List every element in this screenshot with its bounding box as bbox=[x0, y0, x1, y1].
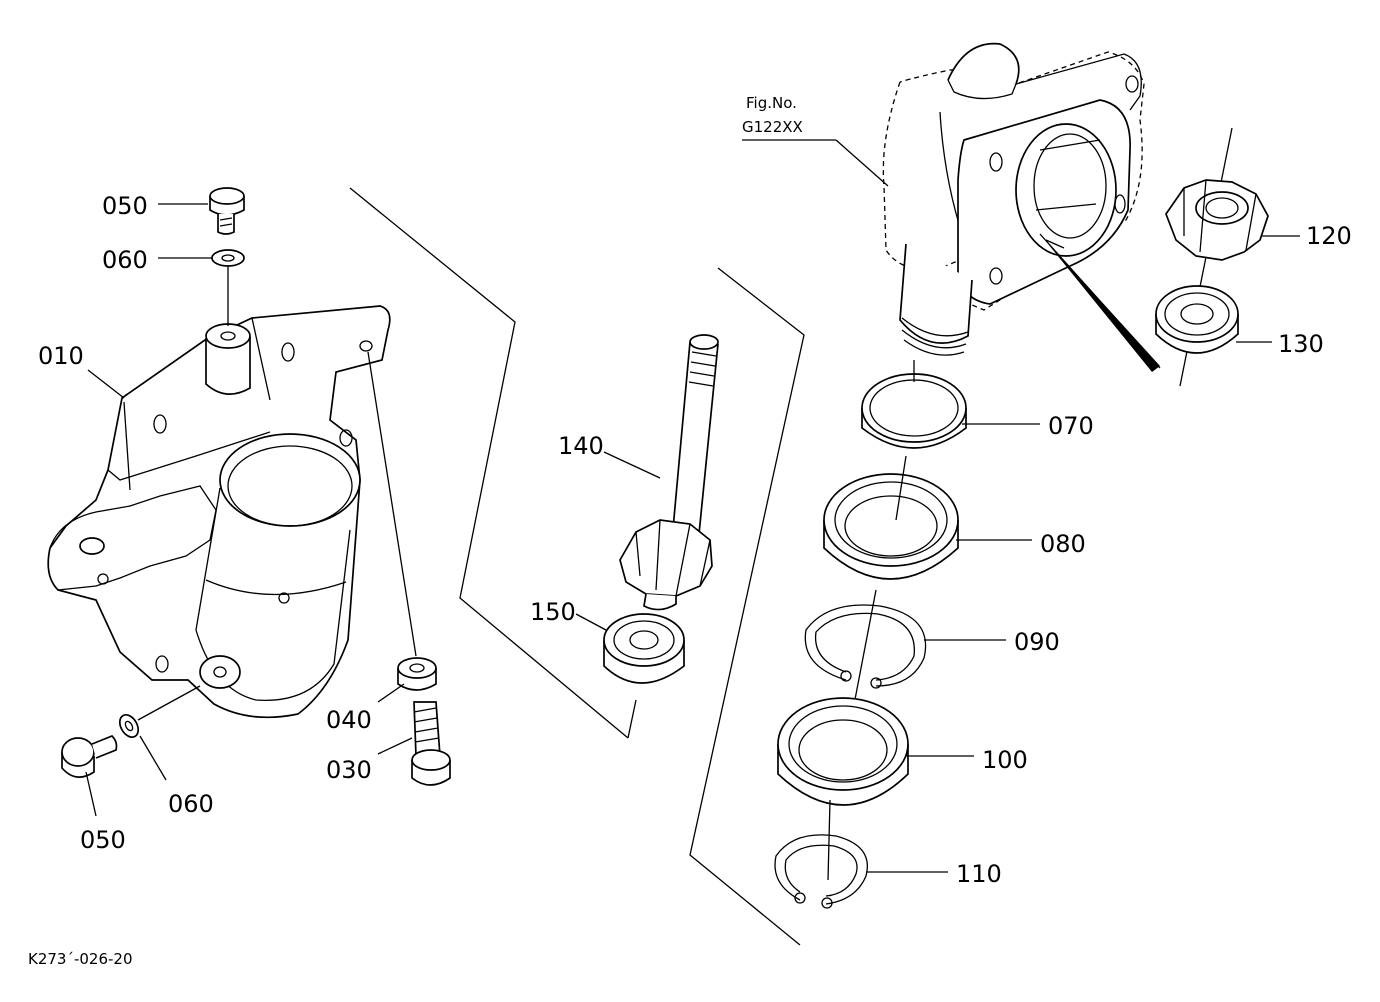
housing-010[interactable] bbox=[47, 305, 391, 719]
label-040: 040 bbox=[326, 706, 372, 734]
bolt-030[interactable] bbox=[411, 701, 451, 786]
circlip-090[interactable] bbox=[804, 604, 927, 689]
label-080: 080 bbox=[1040, 530, 1086, 558]
label-140: 140 bbox=[558, 432, 604, 460]
fig-number-code: G122XX bbox=[742, 118, 803, 136]
label-110: 110 bbox=[956, 860, 1002, 888]
bolt-050-top[interactable] bbox=[209, 187, 245, 235]
label-010: 010 bbox=[38, 342, 84, 370]
label-030: 030 bbox=[326, 756, 372, 784]
drawing-code: K273´-026-20 bbox=[28, 950, 133, 968]
circlip-110[interactable] bbox=[774, 834, 868, 909]
nut-040[interactable] bbox=[397, 657, 437, 691]
label-070: 070 bbox=[1048, 412, 1094, 440]
bearing-130[interactable] bbox=[1155, 285, 1239, 354]
label-050-top: 050 bbox=[102, 192, 148, 220]
bolt-050-bottom[interactable] bbox=[61, 735, 118, 778]
label-060-top: 060 bbox=[102, 246, 148, 274]
label-150: 150 bbox=[530, 598, 576, 626]
pinion-shaft-140[interactable] bbox=[619, 334, 719, 611]
bearing-080[interactable] bbox=[823, 473, 959, 580]
washer-060-bottom[interactable] bbox=[116, 712, 142, 741]
label-130: 130 bbox=[1278, 330, 1324, 358]
collar-070[interactable] bbox=[861, 373, 967, 449]
assembly-line-center bbox=[689, 267, 805, 946]
bevel-gear-120[interactable] bbox=[1165, 179, 1269, 261]
washer-060-top[interactable] bbox=[211, 249, 245, 267]
gear-case-g122xx bbox=[882, 42, 1161, 372]
callout-leaders bbox=[85, 203, 1300, 873]
label-050-bottom: 050 bbox=[80, 826, 126, 854]
bearing-150[interactable] bbox=[603, 613, 685, 684]
label-100: 100 bbox=[982, 746, 1028, 774]
assembly-line-left bbox=[349, 187, 629, 739]
bearing-100[interactable] bbox=[777, 697, 909, 806]
label-090: 090 bbox=[1014, 628, 1060, 656]
label-120: 120 bbox=[1306, 222, 1352, 250]
label-060-bottom: 060 bbox=[168, 790, 214, 818]
fig-number-label: Fig.No. bbox=[746, 94, 797, 112]
